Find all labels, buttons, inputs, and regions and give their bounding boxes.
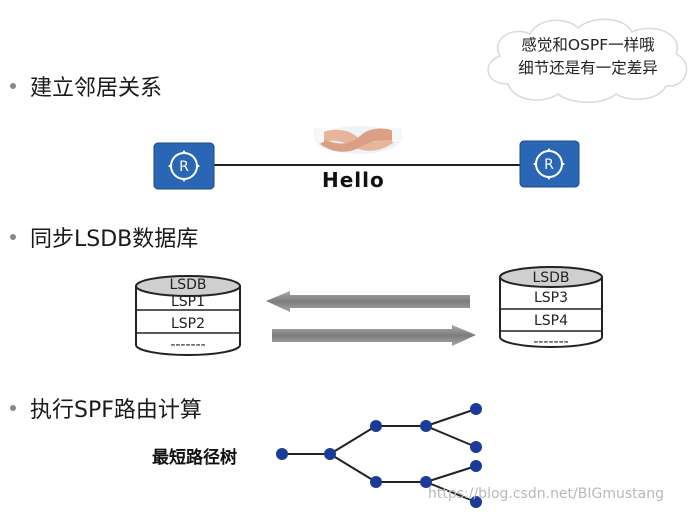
tree-node (470, 496, 482, 508)
arrow-right-icon (272, 325, 476, 346)
tree-node (470, 441, 482, 453)
bullet-dot-icon (10, 234, 16, 240)
svg-text:R: R (544, 157, 554, 173)
right-db-row-3: ------- (533, 334, 568, 350)
right-db-row-2: LSP4 (534, 313, 568, 329)
router-icon: R (153, 142, 215, 190)
tree-node (370, 420, 382, 432)
right-db-row-0: LSDB (532, 270, 569, 286)
bullet-spf-text: 执行SPF路由计算 (30, 398, 202, 423)
bullet-neighbor-text: 建立邻居关系 (30, 76, 163, 101)
bullet-dot-icon (10, 83, 16, 89)
bullet-neighbor: 建立邻居关系 (10, 70, 162, 102)
bullet-sync-lsdb: 同步LSDB数据库 (10, 221, 198, 253)
thought-cloud (487, 18, 688, 103)
cloud-text: 感觉和OSPF一样哦 细节还是有一定差异 (498, 34, 678, 80)
left-db-row-1: LSP1 (171, 294, 205, 310)
left-db-row-0: LSDB (169, 277, 206, 293)
hello-label: Hello (322, 168, 385, 192)
bullet-sync-lsdb-text: 同步LSDB数据库 (30, 227, 199, 252)
tree-node (420, 420, 432, 432)
tree-node (470, 460, 482, 472)
cloud-line-1: 感觉和OSPF一样哦 (521, 36, 655, 54)
tree-node (470, 403, 482, 415)
tree-node (324, 448, 336, 460)
bullet-spf: 执行SPF路由计算 (10, 392, 202, 424)
arrow-left-icon (266, 291, 470, 312)
svg-text:R: R (179, 159, 189, 175)
shortest-path-tree (282, 408, 477, 503)
left-db-row-2: LSP2 (171, 316, 205, 332)
handshake-icon (314, 126, 402, 154)
left-database: LSDB LSP1 LSP2 ------- (135, 275, 241, 356)
left-db-row-3: ------- (170, 337, 205, 353)
bullet-dot-icon (10, 405, 16, 411)
tree-node (370, 476, 382, 488)
tree-nodes (276, 403, 482, 508)
tree-node (420, 476, 432, 488)
tree-node (276, 448, 288, 460)
cloud-line-2: 细节还是有一定差异 (518, 59, 658, 77)
watermark: https://blog.csdn.net/BIGmustang (428, 486, 664, 502)
router-icon: R (519, 140, 580, 188)
right-database: LSDB LSP3 LSP4 ------- (499, 266, 603, 350)
tree-label: 最短路径树 (152, 448, 237, 468)
right-db-row-1: LSP3 (534, 290, 568, 306)
